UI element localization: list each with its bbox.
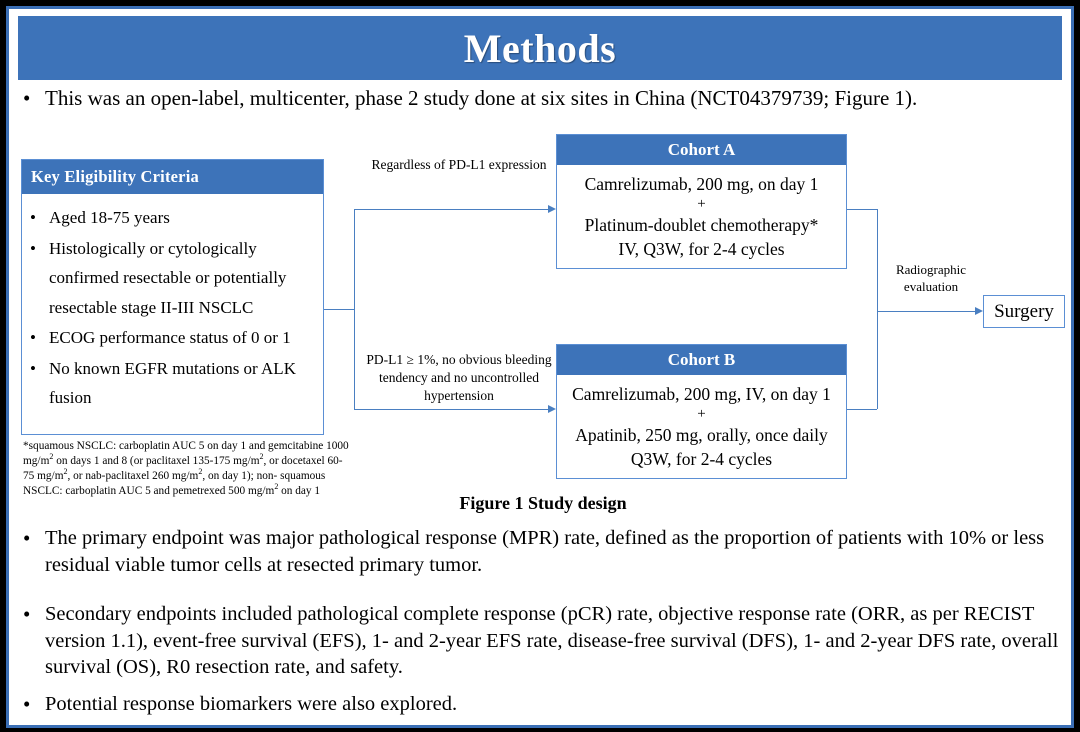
footnote-line-3-a: squamous NSCLC: carboplatin AUC 5 and pe…: [23, 470, 326, 498]
endpoint-bullet-secondary-text: Secondary endpoints included pathologica…: [45, 603, 1059, 679]
bullet-marker-icon: •: [23, 526, 31, 550]
arrow-head-icon: [548, 204, 556, 213]
cohort-a-line-3: IV, Q3W, for 2-4 cycles: [618, 239, 785, 260]
eligibility-criteria-title: Key Eligibility Criteria: [22, 160, 323, 194]
study-design-flowchart: Key Eligibility Criteria • Aged 18-75 ye…: [9, 121, 1071, 503]
list-item-label: Histologically or cytologically confirme…: [49, 238, 287, 317]
endpoint-bullet-biomarkers: • Potential response biomarkers were als…: [23, 691, 1067, 718]
bullet-marker-icon: •: [30, 358, 36, 378]
list-item: • Aged 18-75 years: [30, 203, 317, 233]
figure-caption: Figure 1 Study design: [459, 493, 627, 513]
list-item-label: ECOG performance status of 0 or 1: [49, 328, 291, 348]
slide-canvas: Methods • This was an open-label, multic…: [6, 6, 1074, 728]
connector-from-cohort-a: [847, 209, 877, 210]
footnote-superscript: 2: [49, 452, 54, 462]
bullet-marker-icon: •: [23, 86, 31, 110]
footnote-superscript: 2: [259, 452, 264, 462]
cohort-a-plus: +: [697, 195, 706, 212]
cohort-a-box: Cohort A Camrelizumab, 200 mg, on day 1 …: [556, 134, 847, 269]
surgery-label: Surgery: [994, 300, 1054, 322]
page-title: Methods: [463, 25, 617, 71]
connector-stub: [324, 309, 354, 310]
footnote-superscript: 2: [63, 467, 68, 477]
footnote-line-2-a: paclitaxel 135-175 mg/m: [145, 455, 260, 468]
cohort-a-line-1: Camrelizumab, 200 mg, on day 1: [584, 174, 819, 194]
list-item: • Histologically or cytologically confir…: [30, 234, 317, 323]
cohort-a-title: Cohort A: [557, 135, 846, 165]
connector-from-cohort-b: [847, 409, 877, 410]
cohort-a-regimen: Camrelizumab, 200 mg, on day 1 + Platinu…: [557, 165, 846, 262]
bullet-marker-icon: •: [30, 208, 36, 227]
intro-bullet-text: This was an open-label, multicenter, pha…: [45, 86, 918, 110]
endpoint-bullet-secondary: • Secondary endpoints included pathologi…: [23, 601, 1067, 681]
footnote-line-1-a: *squamous NSCLC: carboplatin AUC 5 on da…: [23, 440, 349, 468]
intro-bullet: • This was an open-label, multicenter, p…: [23, 85, 1063, 112]
cohort-b-line-2: Apatinib, 250 mg, orally, once daily: [575, 424, 828, 445]
cohort-b-box: Cohort B Camrelizumab, 200 mg, IV, on da…: [556, 344, 847, 479]
endpoint-bullet-primary-text: The primary endpoint was major pathologi…: [45, 527, 1045, 576]
bullet-marker-icon: •: [30, 238, 36, 258]
endpoint-bullet-biomarkers-text: Potential response biomarkers were also …: [45, 693, 458, 715]
footnote-line-3-b: on day 1: [278, 485, 321, 498]
footnote-line-1-b: on days 1 and 8 (or: [53, 455, 144, 468]
connector-merge-trunk: [877, 209, 878, 409]
cohort-b-plus: +: [697, 405, 706, 422]
connector-trunk: [354, 209, 355, 409]
list-item: • ECOG performance status of 0 or 1: [30, 323, 317, 353]
list-item-label: No known EGFR mutations or ALK fusion: [49, 358, 296, 408]
arrow-head-icon: [975, 306, 983, 315]
eligibility-criteria-list: • Aged 18-75 years • Histologically or c…: [22, 194, 323, 418]
footnote-superscript: 2: [198, 467, 203, 477]
footnote-line-2-b: , or docetaxel 60-75 mg/m: [23, 455, 343, 483]
bullet-marker-icon: •: [23, 602, 31, 626]
eligibility-criteria-box: Key Eligibility Criteria • Aged 18-75 ye…: [21, 159, 324, 435]
cohort-b-line-1: Camrelizumab, 200 mg, IV, on day 1: [572, 384, 831, 404]
connector-to-cohort-b: [354, 409, 548, 410]
arrow-head-icon: [548, 404, 556, 413]
cohort-b-line-3: Q3W, for 2-4 cycles: [630, 449, 773, 470]
cohort-a-line-2: Platinum-doublet chemotherapy*: [584, 214, 819, 235]
annotation-pdl1-criteria: PD-L1 ≥ 1%, no obvious bleeding tendency…: [366, 352, 552, 403]
bullet-marker-icon: •: [30, 328, 36, 348]
slide-header-banner: Methods: [18, 16, 1062, 80]
footnote-line-2-d: , on day 1); non-: [202, 470, 278, 483]
chemotherapy-footnote: *squamous NSCLC: carboplatin AUC 5 on da…: [23, 439, 353, 499]
annotation-radiographic-evaluation: Radiographic evaluation: [895, 262, 967, 295]
connector-to-surgery: [877, 311, 975, 312]
annotation-regardless-pdl1: Regardless of PD-L1 expression: [371, 157, 547, 172]
cohort-b-regimen: Camrelizumab, 200 mg, IV, on day 1 + Apa…: [557, 375, 846, 472]
bullet-marker-icon: •: [23, 692, 31, 716]
footnote-line-2-c: , or nab-paclitaxel 260 mg/m: [67, 470, 199, 483]
connector-to-cohort-a: [354, 209, 548, 210]
list-item-label: Aged 18-75 years: [49, 208, 170, 227]
surgery-box: Surgery: [983, 295, 1065, 328]
cohort-b-title: Cohort B: [557, 345, 846, 375]
list-item: • No known EGFR mutations or ALK fusion: [30, 354, 317, 413]
endpoint-bullet-primary: • The primary endpoint was major patholo…: [23, 525, 1067, 578]
footnote-superscript: 2: [274, 482, 279, 492]
